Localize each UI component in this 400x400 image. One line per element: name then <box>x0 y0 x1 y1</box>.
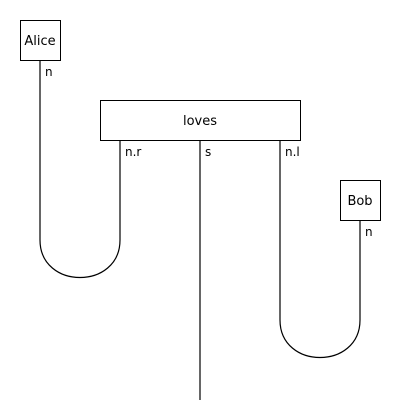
type-label-bob-n: n <box>365 225 373 239</box>
type-label-loves-nr: n.r <box>125 145 141 159</box>
cup-alice-to-loves <box>39 60 121 279</box>
box-loves: loves <box>100 100 301 141</box>
box-bob-label: Bob <box>347 194 372 209</box>
box-bob-frame <box>340 180 381 221</box>
box-alice: Alice <box>20 20 61 61</box>
box-loves-frame <box>100 100 301 141</box>
cup-loves-to-bob <box>279 140 361 359</box>
box-loves-label: loves <box>183 114 217 129</box>
box-alice-frame <box>20 20 61 61</box>
box-alice-label: Alice <box>24 34 55 49</box>
type-label-alice-n: n <box>45 65 53 79</box>
type-label-loves-s: s <box>205 145 211 159</box>
type-label-loves-nl: n.l <box>285 145 300 159</box>
box-bob: Bob <box>340 180 381 221</box>
